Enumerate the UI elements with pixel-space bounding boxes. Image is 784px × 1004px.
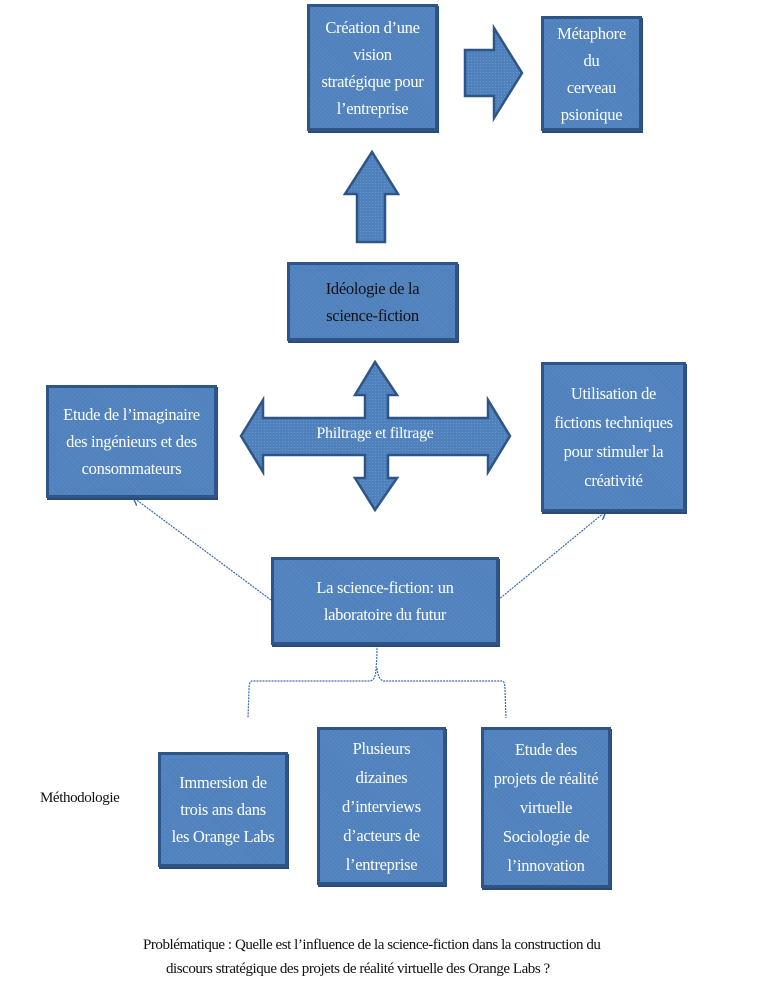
methodology-text-interviews: Plusieurs dizaines d’interviews d’acteur… (342, 738, 421, 874)
philtrage-label: Philtrage et filtrage (316, 425, 434, 442)
methodology-brace (247, 644, 507, 719)
vision-strategique-text: Création d’une vision stratégique pour l… (321, 17, 424, 118)
methodology-box-interviews: Plusieurs dizaines d’interviews d’acteur… (317, 727, 446, 885)
ideologie-box: Idéologie de la science-fiction (287, 262, 458, 341)
connector-left (134, 498, 272, 601)
methodologie-label: Méthodologie (40, 790, 120, 806)
laboratoire-futur-box: La science-fiction: un laboratoire du fu… (271, 557, 499, 645)
metaphore-cerveau-text: Métaphore du cerveau psionique (557, 23, 626, 124)
methodology-box-immersion: Immersion de trois ans dans les Orange L… (158, 752, 288, 867)
ideologie-text: Idéologie de la science-fiction (325, 278, 420, 325)
problematique-line-1: Problématique : Quelle est l’influence d… (143, 937, 601, 953)
fictions-techniques-box: Utilisation de fictions techniques pour … (541, 362, 686, 512)
methodology-text-immersion: Immersion de trois ans dans les Orange L… (171, 773, 275, 846)
fictions-techniques-text: Utilisation de fictions techniques pour … (554, 384, 673, 490)
vision-strategique-box: Création d’une vision stratégique pour l… (307, 4, 438, 131)
up-arrow-icon (342, 149, 401, 244)
methodology-box-projets: Etude des projets de réalité virtuelle S… (481, 727, 611, 888)
etude-imaginaire-text: Etude de l’imaginaire des ingénieurs et … (63, 405, 200, 478)
right-arrow-icon (463, 23, 524, 123)
laboratoire-futur-text: La science-fiction: un laboratoire du fu… (316, 578, 454, 624)
problematique-line-2: discours stratégique des projets de réal… (166, 961, 550, 977)
connector-right (497, 512, 605, 601)
methodology-text-projets: Etude des projets de réalité virtuelle S… (493, 740, 599, 875)
metaphore-cerveau-box: Métaphore du cerveau psionique (541, 16, 642, 131)
four-way-arrow-icon (239, 359, 512, 513)
etude-imaginaire-box: Etude de l’imaginaire des ingénieurs et … (46, 385, 217, 498)
